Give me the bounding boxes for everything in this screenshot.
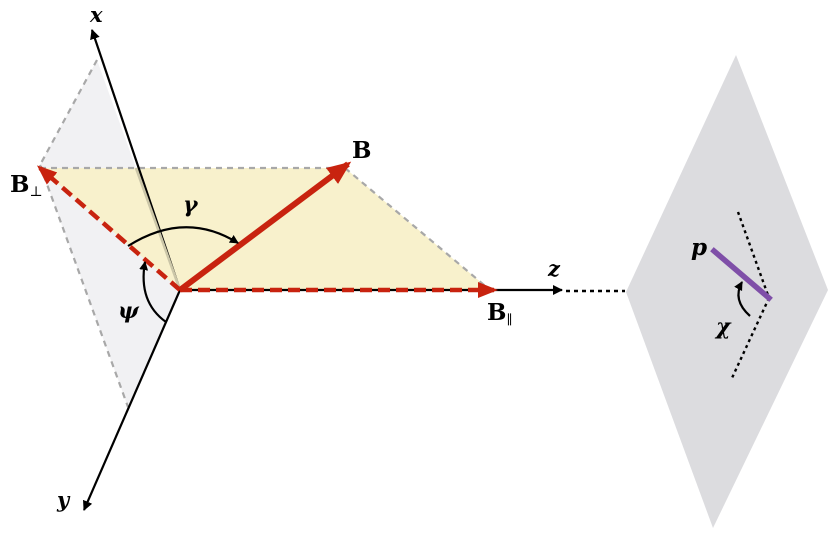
psi-angle-arc [139,261,167,323]
gamma-label: γ [183,192,199,218]
b-perpendicular-label: B⊥ [10,171,43,200]
polarization-bar [710,247,773,302]
sky-reference-line-upper [736,211,771,299]
polarization-label: p [691,234,707,261]
z-axis-label: z [547,256,561,281]
b-total-vector [178,161,352,293]
gamma-angle-arc [127,226,239,247]
chi-angle-arc [734,281,751,317]
field-plane-edge-right [344,167,491,291]
b-total-label: B [352,137,371,164]
transverse-plane-edge-bottom [38,164,130,408]
x-axis-hidden-segment [134,167,182,291]
y-axis-arrow [82,289,182,511]
b-perpendicular-vector [36,165,182,292]
x-axis-label: x [89,2,103,27]
transverse-plane [40,60,180,407]
transverse-plane-edge-top [39,59,98,166]
psi-label: ψ [118,298,140,324]
b-parallel-label: B∥ [487,299,512,328]
sky-reference-line-lower [730,297,771,379]
y-axis-label: y [56,487,71,512]
chi-label: χ [714,314,732,340]
sky-plane [626,55,828,528]
